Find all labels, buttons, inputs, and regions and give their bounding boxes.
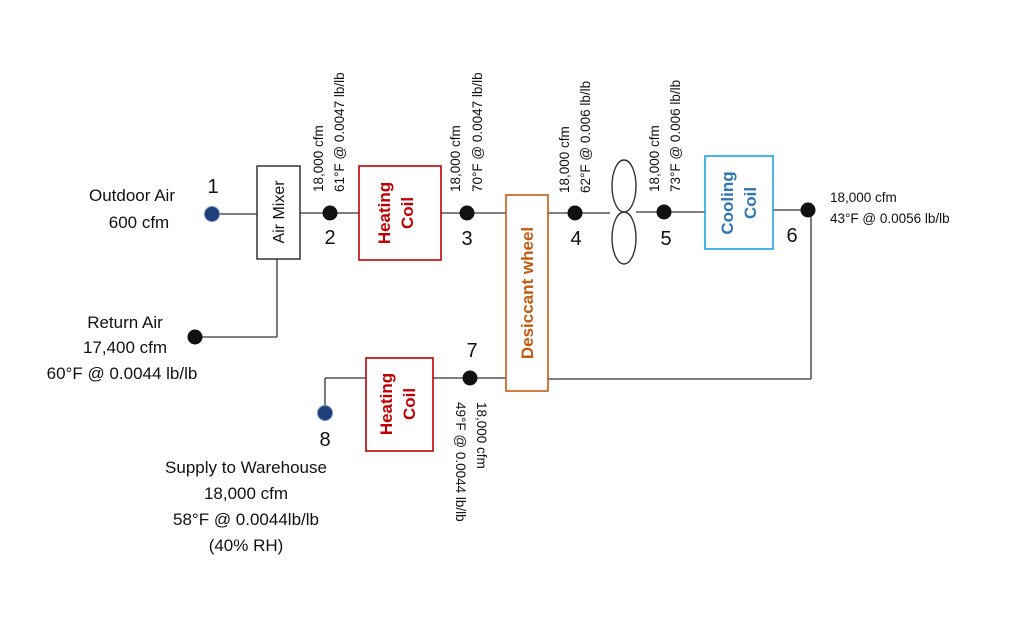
state-6-node (800, 202, 816, 218)
supply-fan (611, 159, 637, 265)
state-2-flow: 18,000 cfm (311, 125, 326, 192)
state-nodes (187, 202, 816, 421)
state-2-node (322, 205, 338, 221)
fan-blade-lower (611, 211, 637, 265)
state-7-number: 7 (466, 340, 477, 362)
state-2-condition: 61°F @ 0.0047 lb/lb (332, 72, 347, 192)
state-conditions: 18,000 cfm 61°F @ 0.0047 lb/lb 18,000 cf… (311, 72, 950, 521)
heating-coil-upper: Heating Coil (358, 165, 442, 261)
state-1-number: 1 (207, 176, 218, 198)
state-8-number: 8 (319, 429, 330, 451)
cooling-coil: Cooling Coil (704, 155, 774, 250)
outdoor-air-flow: 600 cfm (109, 213, 169, 232)
state-3-node (459, 205, 475, 221)
air-mixer-label: Air Mixer (271, 180, 288, 244)
state-6-condition: 43°F @ 0.0056 lb/lb (830, 211, 950, 226)
heating-coil-lower-label-line2: Coil (400, 388, 419, 420)
heating-coil-lower-box (365, 357, 434, 452)
state-5-node (656, 204, 672, 220)
return-air-name: Return Air (87, 313, 163, 332)
state-8-endpoint (317, 405, 333, 421)
supply-rh: (40% RH) (209, 536, 284, 555)
state-5-condition: 73°F @ 0.006 lb/lb (668, 80, 683, 192)
heating-coil-upper-label-line2: Coil (398, 197, 417, 229)
state-3-condition: 70°F @ 0.0047 lb/lb (470, 72, 485, 192)
state-numbers: 1 2 3 4 5 6 7 8 (207, 176, 797, 451)
state-4-number: 4 (570, 228, 581, 250)
air-mixer: Air Mixer (256, 165, 301, 260)
supply-name: Supply to Warehouse (165, 458, 327, 477)
state-4-condition: 62°F @ 0.006 lb/lb (578, 81, 593, 193)
state-7-condition: 49°F @ 0.0044 lb/lb (453, 402, 468, 522)
return-air-condition: 60°F @ 0.0044 lb/lb (47, 364, 198, 383)
state-6-flow: 18,000 cfm (830, 190, 897, 205)
return-air-flow: 17,400 cfm (83, 338, 167, 357)
return-air-label: Return Air 17,400 cfm 60°F @ 0.0044 lb/l… (47, 313, 198, 383)
outdoor-air-name: Outdoor Air (89, 186, 175, 205)
state-4-flow: 18,000 cfm (557, 126, 572, 193)
fan-blade-upper (611, 159, 637, 213)
heating-coil-upper-box (358, 165, 442, 261)
supply-flow: 18,000 cfm (204, 484, 288, 503)
state-5-flow: 18,000 cfm (647, 125, 662, 192)
heating-coil-upper-label-line1: Heating (375, 182, 394, 244)
state-7-node (462, 370, 478, 386)
state-3-number: 3 (461, 228, 472, 250)
state-1-endpoint (204, 206, 220, 222)
state-5-number: 5 (660, 228, 671, 250)
cooling-coil-label-line2: Coil (741, 187, 760, 219)
state-4-node (567, 205, 583, 221)
desiccant-wheel: Desiccant wheel (505, 194, 549, 392)
duct-lines (195, 209, 812, 413)
air-mixer-box (256, 165, 301, 260)
supply-label: Supply to Warehouse 18,000 cfm 58°F @ 0.… (165, 458, 327, 555)
outdoor-air-label: Outdoor Air 600 cfm (89, 186, 175, 232)
state-2-number: 2 (324, 227, 335, 249)
desiccant-wheel-label: Desiccant wheel (518, 227, 537, 359)
cooling-coil-label-line1: Cooling (718, 171, 737, 234)
heating-coil-lower: Heating Coil (365, 357, 434, 452)
state-7-flow: 18,000 cfm (474, 402, 489, 469)
state-3-flow: 18,000 cfm (448, 125, 463, 192)
desiccant-wheel-box (505, 194, 549, 392)
state-6-number: 6 (786, 225, 797, 247)
supply-condition: 58°F @ 0.0044lb/lb (173, 510, 319, 529)
return-air-node (187, 329, 203, 345)
heating-coil-lower-label-line1: Heating (377, 373, 396, 435)
cooling-coil-box (704, 155, 774, 250)
